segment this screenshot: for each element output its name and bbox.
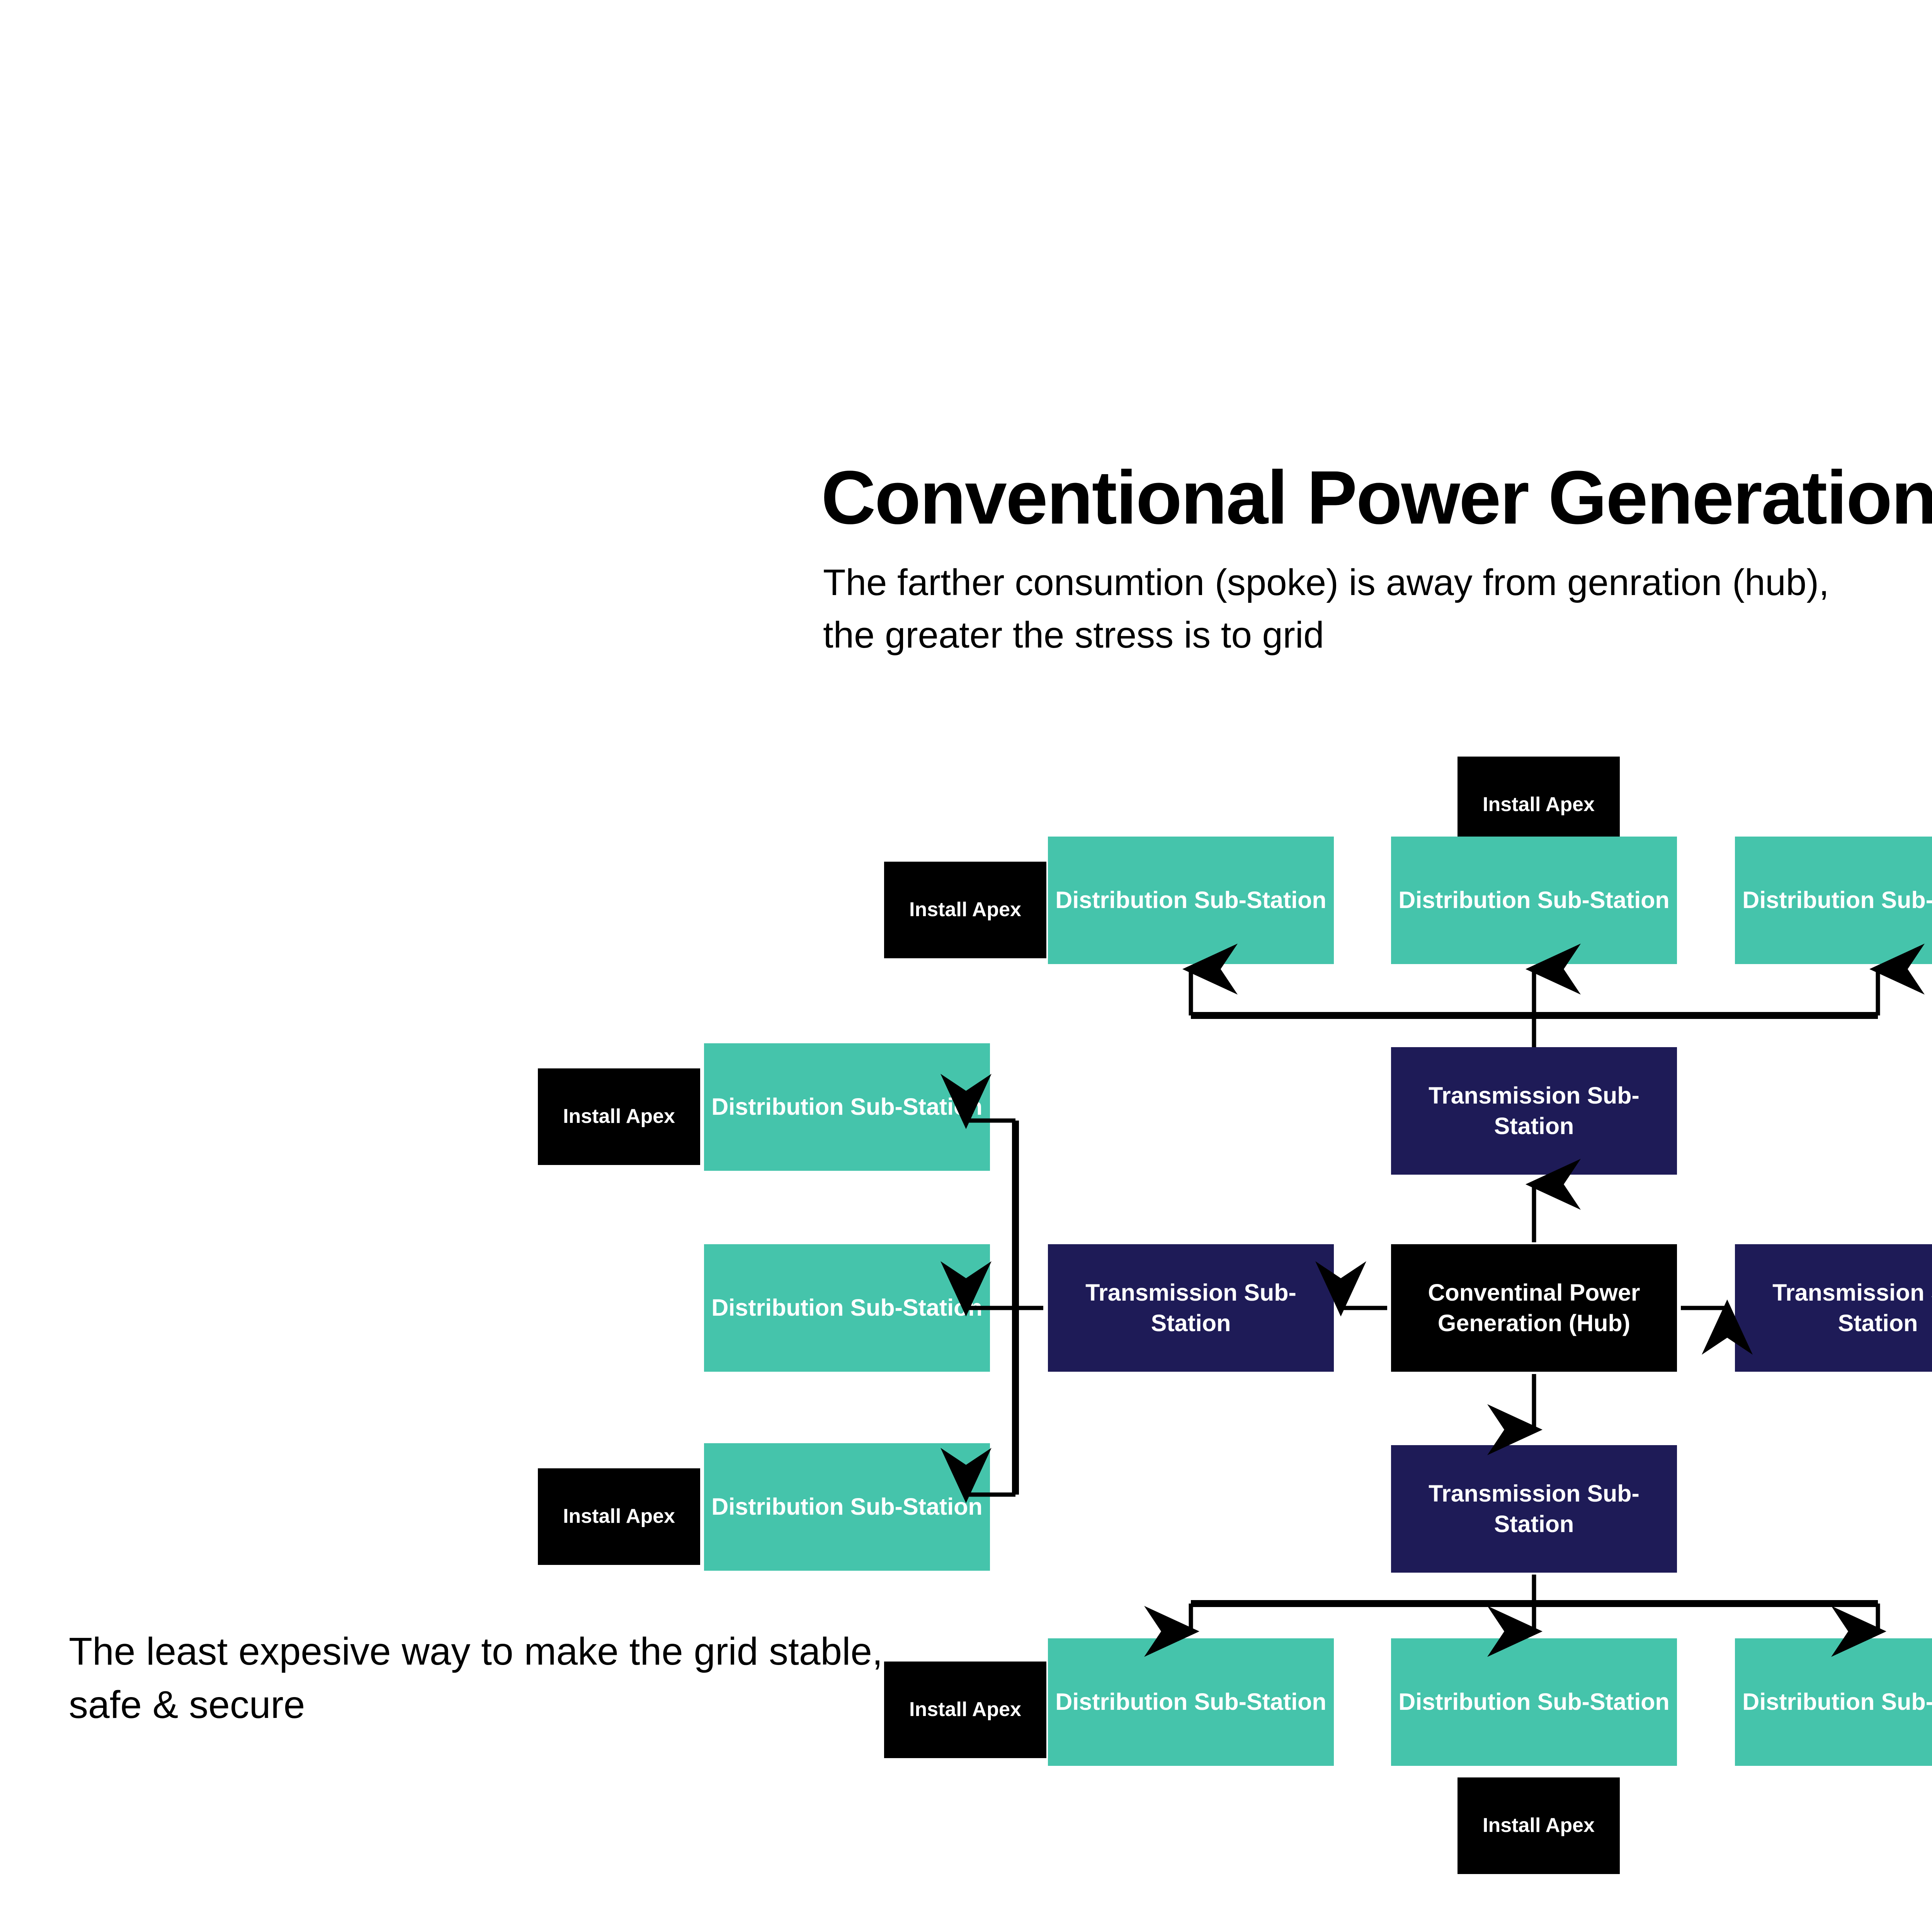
install-apex-tag-left-1[interactable]: Install Apex	[538, 1068, 700, 1165]
connector-bottom-fanout	[1144, 1575, 1886, 1657]
subtitle-line-1: The farther consumtion (spoke) is away f…	[823, 562, 1829, 603]
hub-conventional-power-generation[interactable]: Conventinal Power Generation (Hub)	[1391, 1244, 1677, 1372]
distribution-substation-bottom-left[interactable]: Distribution Sub-Station	[1048, 1638, 1334, 1766]
page-subtitle: The farther consumtion (spoke) is away f…	[823, 556, 1932, 662]
note-left: The least expesive way to make the grid …	[69, 1630, 883, 1726]
distribution-substation-left-3[interactable]: Distribution Sub-Station	[704, 1443, 990, 1571]
connector-top-fanout	[1182, 944, 1925, 1047]
distribution-substation-bottom-center[interactable]: Distribution Sub-Station	[1391, 1638, 1677, 1766]
transmission-substation-left[interactable]: Transmission Sub-Station	[1048, 1244, 1334, 1372]
install-apex-tag-bottom-left[interactable]: Install Apex	[884, 1662, 1046, 1758]
install-apex-tag-top-left[interactable]: Install Apex	[884, 862, 1046, 958]
distribution-substation-top-center[interactable]: Distribution Sub-Station	[1391, 837, 1677, 964]
distribution-substation-left-1[interactable]: Distribution Sub-Station	[704, 1043, 990, 1171]
page-title: Conventional Power Generation	[821, 455, 1932, 540]
distribution-substation-left-2[interactable]: Distribution Sub-Station	[704, 1244, 990, 1372]
distribution-substation-top-left[interactable]: Distribution Sub-Station	[1048, 837, 1334, 964]
transmission-substation-top[interactable]: Transmission Sub-Station	[1391, 1047, 1677, 1175]
install-apex-tag-bottom-center[interactable]: Install Apex	[1458, 1777, 1620, 1874]
distribution-substation-bottom-right[interactable]: Distribution Sub-Station	[1735, 1638, 1932, 1766]
transmission-substation-bottom[interactable]: Transmission Sub-Station	[1391, 1445, 1677, 1573]
install-apex-tag-left-3[interactable]: Install Apex	[538, 1468, 700, 1565]
subtitle-line-2: the greater the stress is to grid	[823, 614, 1324, 656]
distribution-substation-top-right[interactable]: Distribution Sub-Station	[1735, 837, 1932, 964]
transmission-substation-right[interactable]: Transmission Sub-Station	[1735, 1244, 1932, 1372]
